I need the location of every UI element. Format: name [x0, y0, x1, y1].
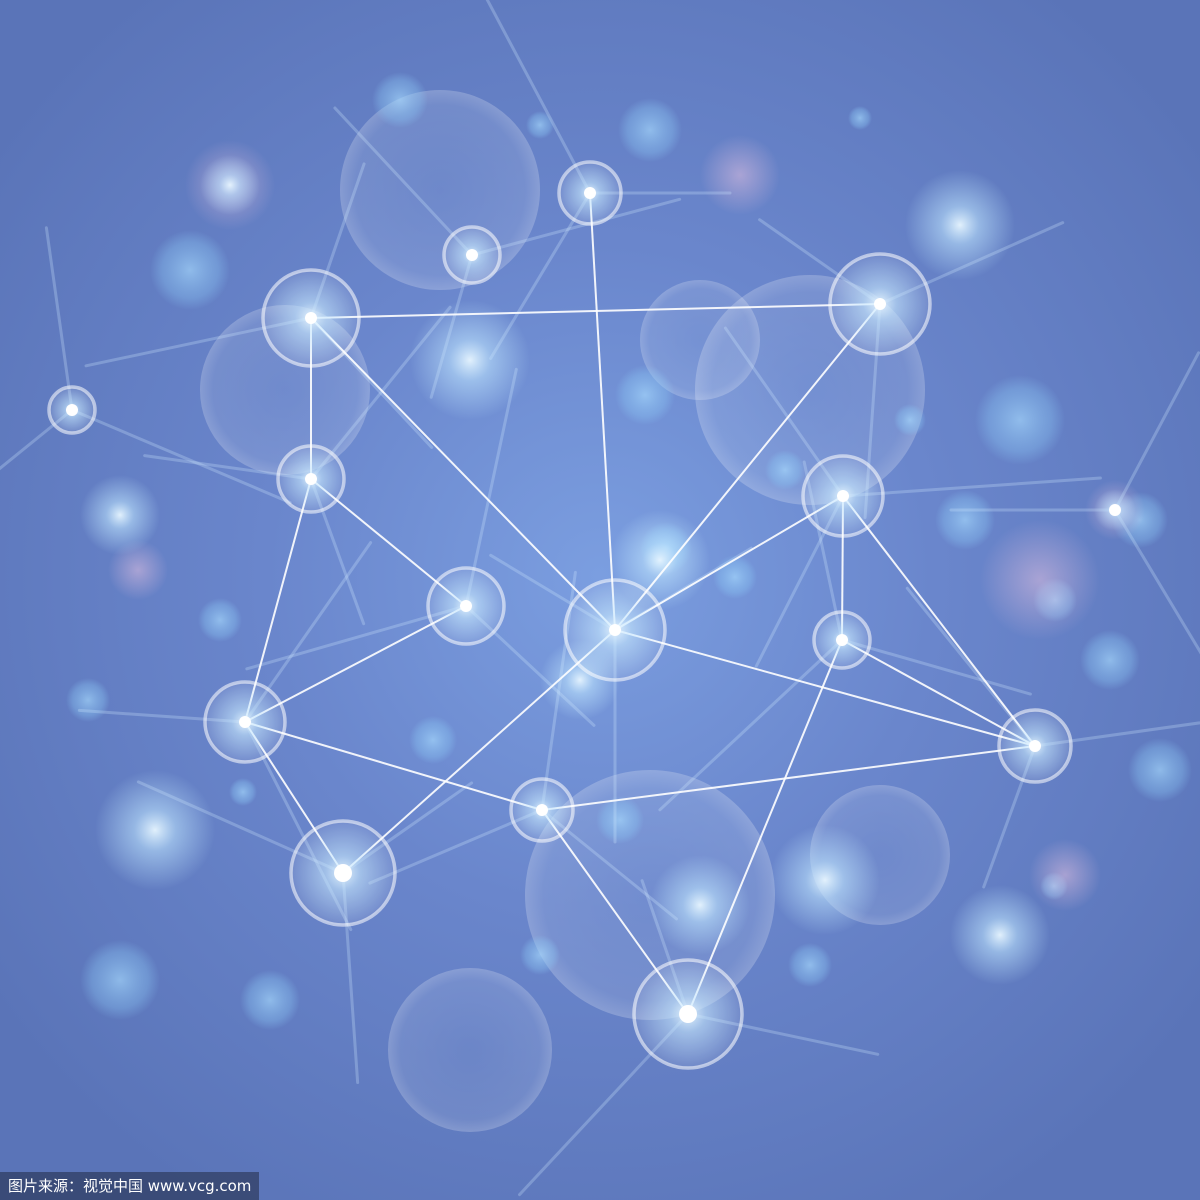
node-ring [997, 708, 1073, 784]
light-ray [309, 305, 452, 481]
network-node [276, 444, 346, 514]
node-ring [632, 958, 744, 1070]
light-ray [1113, 508, 1200, 655]
network-edge [244, 721, 543, 811]
light-ray [333, 106, 474, 257]
node-ring [442, 225, 502, 285]
light-ray [470, 197, 682, 257]
network-edge [310, 317, 616, 631]
node-ring [801, 454, 885, 538]
light-ray [0, 408, 74, 471]
network-node [557, 160, 623, 226]
network-edge [614, 629, 1036, 747]
network-node [997, 708, 1073, 784]
network-edge [687, 639, 843, 1015]
network-edge [244, 478, 312, 723]
node-dot [584, 187, 596, 199]
node-ring [203, 680, 287, 764]
node-dot [609, 624, 621, 636]
network-node [289, 819, 397, 927]
network-node [426, 566, 506, 646]
network-node [261, 268, 361, 368]
light-ray [1033, 721, 1200, 748]
network-node [203, 680, 287, 764]
network-edge [342, 629, 616, 874]
node-dot [305, 473, 317, 485]
light-ray [841, 476, 1102, 498]
network-node [632, 958, 744, 1070]
node-dot [460, 600, 472, 612]
node-dot [1109, 504, 1121, 516]
node-ring [261, 268, 361, 368]
node-dot [874, 298, 886, 310]
node-ring [812, 610, 872, 670]
network-edge [842, 495, 1036, 747]
light-ray [1113, 351, 1200, 512]
node-dot [305, 312, 317, 324]
network-edge [589, 192, 616, 631]
node-dot [466, 249, 478, 261]
node-dot [679, 1005, 697, 1023]
node-ring [828, 252, 932, 356]
network-edge [310, 303, 881, 319]
light-ray [658, 638, 844, 812]
light-ray [464, 367, 518, 608]
watermark: 图片来源：视觉中国 www.vcg.com [0, 1172, 260, 1200]
network-node [442, 225, 502, 285]
node-dot [1029, 740, 1041, 752]
network-node [47, 385, 97, 435]
node-ring [289, 819, 397, 927]
node-dot [837, 490, 849, 502]
network-node [563, 578, 667, 682]
node-dot [334, 864, 352, 882]
network-edge [541, 745, 1036, 811]
node-dot [239, 716, 251, 728]
light-ray [485, 0, 592, 195]
node-ring [276, 444, 346, 514]
network-node [801, 454, 885, 538]
node-dot [836, 634, 848, 646]
node-ring [509, 777, 575, 843]
network-node [828, 252, 932, 356]
light-ray [70, 408, 292, 505]
node-ring [557, 160, 623, 226]
node-layer [47, 160, 1136, 1070]
node-ring [47, 385, 97, 435]
network-node [812, 610, 872, 670]
node-ring [426, 566, 506, 646]
network-node [509, 777, 575, 843]
node-dot [66, 404, 78, 416]
light-ray [44, 226, 74, 412]
light-ray [840, 638, 1032, 696]
node-ring [563, 578, 667, 682]
network-edge [614, 303, 881, 631]
node-dot [536, 804, 548, 816]
network-node [1094, 489, 1136, 531]
